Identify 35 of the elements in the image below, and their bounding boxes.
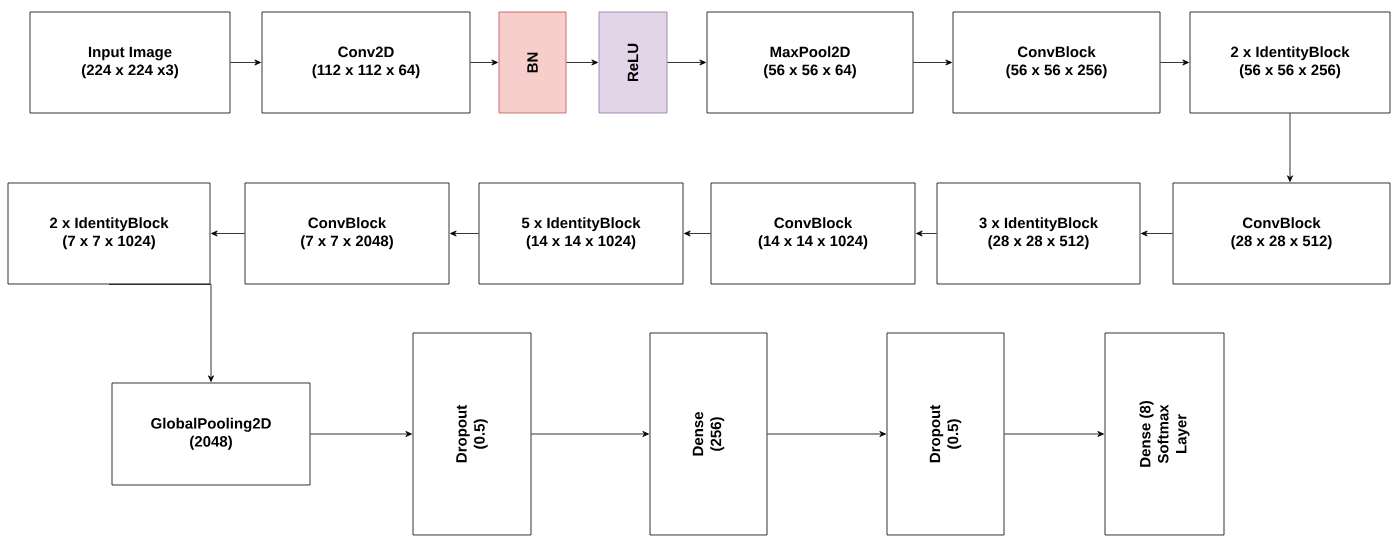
arrow xyxy=(211,230,245,237)
arrow xyxy=(230,59,261,66)
layer-box: MaxPool2D (56 x 56 x 64) xyxy=(706,11,914,114)
arrow xyxy=(450,230,479,237)
layer-box: ConvBlock (56 x 56 x 256) xyxy=(952,11,1161,114)
layer-box: ConvBlock (14 x 14 x 1024) xyxy=(710,182,916,285)
layer-box: 3 x IdentityBlock (28 x 28 x 512) xyxy=(936,182,1141,285)
arrow xyxy=(310,431,412,437)
layer-box: BN xyxy=(498,11,567,114)
layer-box: Dense (256) xyxy=(649,332,768,536)
arrow xyxy=(1160,59,1189,66)
layer-box: Conv2D (112 x 112 x 64) xyxy=(261,11,471,114)
arrow xyxy=(1141,230,1173,237)
layer-box: Input Image (224 x 224 x3) xyxy=(29,11,231,114)
arrow xyxy=(767,431,886,437)
layer-box: ConvBlock (7 x 7 x 2048) xyxy=(244,182,450,285)
arrow xyxy=(108,284,214,382)
layer-box: 2 x IdentityBlock (7 x 7 x 1024) xyxy=(7,182,211,285)
layer-box: Dense (8) Softmax Layer xyxy=(1104,332,1225,536)
layer-box: 2 x IdentityBlock (56 x 56 x 256) xyxy=(1189,11,1391,114)
layer-box: Dropout (0.5) xyxy=(412,332,532,536)
arrow xyxy=(913,59,952,66)
layer-box: GlobalPooling2D (2048) xyxy=(111,382,311,486)
layer-box: ReLU xyxy=(598,11,668,114)
layer-box: 5 x IdentityBlock (14 x 14 x 1024) xyxy=(478,182,684,285)
layer-box: ConvBlock (28 x 28 x 512) xyxy=(1172,182,1391,285)
arrow xyxy=(1287,113,1293,182)
arrow xyxy=(684,230,711,237)
arrow xyxy=(916,230,937,237)
arrow xyxy=(667,59,706,66)
arrow xyxy=(531,431,649,437)
arrow xyxy=(1004,431,1104,437)
arrow xyxy=(470,59,498,66)
layer-box: Dropout (0.5) xyxy=(886,332,1005,536)
arrow xyxy=(566,59,598,66)
